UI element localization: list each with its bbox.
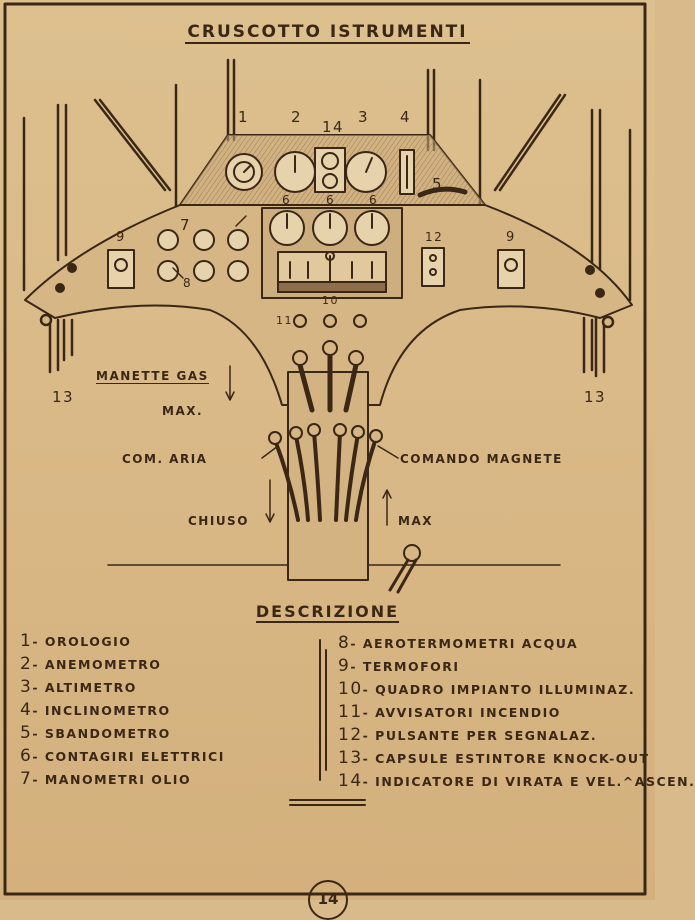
gauge-5: [417, 186, 468, 198]
legend-item: 4- INCLINOMETRO: [20, 700, 171, 720]
legend-item: 3- ALTIMETRO: [20, 677, 137, 697]
label-3: 3: [358, 108, 370, 126]
dashboard-board: [24, 204, 633, 406]
label-13-right: 13: [584, 388, 607, 406]
label-comando-magnete: COMANDO MAGNETE: [400, 452, 563, 466]
gauge-2: [274, 151, 316, 193]
throttle-levers: [292, 340, 364, 413]
legend-item: 5- SBANDOMETRO: [20, 723, 171, 743]
legend-item: 9- TERMOFORI: [338, 656, 460, 676]
description-heading: DESCRIZIONE: [255, 602, 400, 623]
legend-item: 8- AEROTERMOMETRI ACQUA: [338, 633, 579, 653]
label-13-left: 13: [52, 388, 75, 406]
gauge-3: [345, 151, 387, 193]
gauge-14: [314, 147, 346, 193]
label-7: 7: [180, 216, 192, 234]
label-5: 5: [432, 175, 444, 193]
label-manette-gas: MANETTE GAS: [96, 369, 209, 384]
legend-item: 1- OROLOGIO: [20, 631, 132, 651]
label-10: 10: [322, 294, 339, 307]
legend-left: 1- OROLOGIO 2- ANEMOMETRO 3- ALTIMETRO 4…: [20, 630, 225, 791]
label-9-left: 9: [116, 230, 126, 245]
label-6c: 6: [369, 193, 379, 207]
label-chiuso: CHIUSO: [188, 514, 249, 528]
legend-item: 6- CONTAGIRI ELETTRICI: [20, 746, 225, 766]
label-max-lower: MAX: [398, 514, 433, 528]
fuselage-struts: [22, 58, 632, 302]
legend-item: 11- AVVISATORI INCENDIO: [338, 702, 561, 722]
label-max-upper: MAX.: [162, 404, 204, 418]
legend-item: 12- PULSANTE PER SEGNALAZ.: [338, 725, 598, 745]
legend-right: 8- AEROTERMOMETRI ACQUA 9- TERMOFORI 10-…: [338, 632, 695, 793]
lighting-panel-10: [277, 251, 387, 293]
diagram-title: CRUSCOTTO ISTRUMENTI: [185, 22, 470, 44]
label-8: 8: [183, 276, 193, 290]
side-knobs: [55, 263, 605, 298]
instrument-panel-diagram: [3, 2, 647, 896]
fire-warnings-11: [293, 314, 367, 328]
label-6b: 6: [326, 193, 336, 207]
gauges-6: [269, 210, 390, 246]
legend-item: 14- INDICATORE DI VIRATA E VEL.^ASCEN.: [338, 771, 695, 791]
side-struts: [39, 313, 615, 378]
label-1: 1: [238, 108, 250, 126]
gauge-4: [399, 149, 415, 195]
magneto-switch: [388, 544, 421, 594]
gauges-7-8: [157, 229, 249, 282]
label-4: 4: [400, 108, 412, 126]
label-14: 14: [322, 118, 345, 136]
label-9-right: 9: [506, 230, 516, 245]
legend-item: 13- CAPSULE ESTINTORE KNOCK-OUT: [338, 748, 650, 768]
legend-separators: [289, 639, 366, 806]
control-levers: [268, 423, 383, 522]
legend-item: 2- ANEMOMETRO: [20, 654, 162, 674]
label-com-aria: COM. ARIA: [122, 452, 208, 466]
leader-lines: [107, 215, 561, 566]
legend-item: 10- QUADRO IMPIANTO ILLUMINAZ.: [338, 679, 636, 699]
label-6a: 6: [282, 193, 292, 207]
label-11: 11: [276, 314, 293, 327]
label-2: 2: [291, 108, 303, 126]
gauge-1: [225, 153, 263, 191]
page-number: 14: [308, 880, 348, 920]
heater-9-left: [107, 249, 135, 289]
heater-9-right: [497, 249, 525, 289]
legend-item: 7- MANOMETRI OLIO: [20, 769, 192, 789]
signal-button-12: [421, 247, 445, 287]
label-12: 12: [425, 230, 444, 244]
